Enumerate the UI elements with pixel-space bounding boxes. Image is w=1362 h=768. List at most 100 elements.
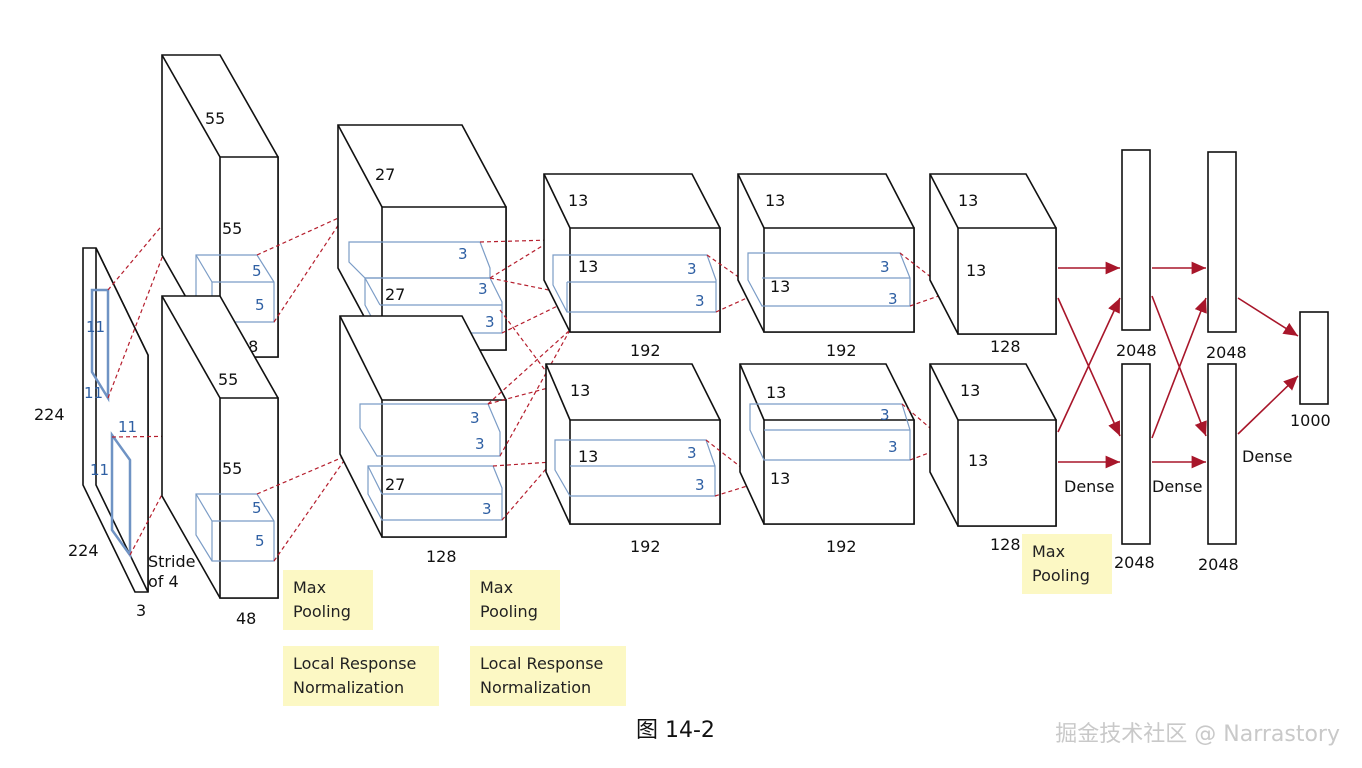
conv3-top-depth: 13 bbox=[568, 191, 588, 210]
fc2-bottom-size: 2048 bbox=[1198, 555, 1239, 574]
conv2-bottom-channels: 128 bbox=[426, 547, 457, 566]
kernel-label: 11 bbox=[90, 461, 109, 479]
kernel-label: 3 bbox=[888, 290, 898, 308]
conv3-top-volume bbox=[543, 173, 721, 333]
conv5-bottom-depth: 13 bbox=[960, 381, 980, 400]
kernel-label: 11 bbox=[86, 318, 105, 336]
max-pooling-note: Max Pooling bbox=[283, 570, 373, 630]
kernel-label: 3 bbox=[695, 292, 705, 310]
kernel-label: 5 bbox=[255, 296, 265, 314]
conv3-bottom-height: 13 bbox=[578, 447, 598, 466]
note-line: Normalization bbox=[293, 678, 405, 697]
conv5-bottom-channels: 128 bbox=[990, 535, 1021, 554]
conv3-top-channels: 192 bbox=[630, 341, 661, 360]
conv5-bottom-volume bbox=[929, 363, 1057, 527]
conv5-bottom-height: 13 bbox=[968, 451, 988, 470]
input-volume bbox=[82, 247, 149, 593]
conv5-top-channels: 128 bbox=[990, 337, 1021, 356]
max-pooling-note: Max Pooling bbox=[1022, 534, 1112, 594]
kernel-label: 3 bbox=[687, 444, 697, 462]
conv1-top-volume bbox=[161, 54, 279, 358]
note-line: Max bbox=[480, 578, 514, 597]
note-line: Pooling bbox=[480, 602, 538, 621]
conv1-top-depth: 55 bbox=[205, 109, 225, 128]
note-line: Pooling bbox=[293, 602, 351, 621]
conv3-bottom-depth: 13 bbox=[570, 381, 590, 400]
kernel-label: 3 bbox=[695, 476, 705, 494]
conv3-bottom-volume bbox=[545, 363, 721, 525]
note-line: Max bbox=[293, 578, 327, 597]
fc1-bottom-size: 2048 bbox=[1114, 553, 1155, 572]
kernel-label: 3 bbox=[880, 258, 890, 276]
fc2-top-size: 2048 bbox=[1206, 343, 1247, 362]
conv5-top-depth: 13 bbox=[958, 191, 978, 210]
conv2-top-depth: 27 bbox=[375, 165, 395, 184]
conv3-top-height: 13 bbox=[578, 257, 598, 276]
note-line: Pooling bbox=[1032, 566, 1090, 585]
kernel-label: 3 bbox=[482, 500, 492, 518]
output-layer bbox=[1299, 311, 1329, 405]
kernel-label: 11 bbox=[84, 384, 103, 402]
fc1-bottom-layer bbox=[1121, 363, 1151, 545]
fc2-top-layer bbox=[1207, 151, 1237, 333]
kernel-label: 3 bbox=[478, 280, 488, 298]
kernel-label: 3 bbox=[888, 438, 898, 456]
conv2-projections bbox=[479, 239, 579, 521]
conv1-bottom-channels: 48 bbox=[236, 609, 256, 628]
max-pooling-note: Max Pooling bbox=[470, 570, 560, 630]
fc2-bottom-layer bbox=[1207, 363, 1237, 545]
conv2-bottom-volume bbox=[339, 315, 507, 538]
input-channels-label: 3 bbox=[136, 601, 146, 620]
output-size: 1000 bbox=[1290, 411, 1331, 430]
note-line: Local Response bbox=[293, 654, 417, 673]
conv2-top-volume bbox=[337, 124, 507, 351]
conv5-top-height: 13 bbox=[966, 261, 986, 280]
note-line: Normalization bbox=[480, 678, 592, 697]
fc1-top-size: 2048 bbox=[1116, 341, 1157, 360]
stride-line: Stride bbox=[148, 552, 195, 571]
kernel-label: 3 bbox=[687, 260, 697, 278]
conv4-top-depth: 13 bbox=[765, 191, 785, 210]
conv3-bottom-channels: 192 bbox=[630, 537, 661, 556]
conv4-bottom-depth: 13 bbox=[766, 383, 786, 402]
conv1-bottom-height: 55 bbox=[222, 459, 242, 478]
kernel-label: 3 bbox=[880, 406, 890, 424]
conv5-top-volume bbox=[929, 173, 1057, 335]
kernel-label: 5 bbox=[252, 262, 262, 280]
conv2-bottom-size: 27 bbox=[385, 475, 405, 494]
kernel-label: 3 bbox=[485, 313, 495, 331]
stride-label: Stride of 4 bbox=[148, 552, 201, 591]
conv4-bottom-height: 13 bbox=[770, 469, 790, 488]
kernel-label: 3 bbox=[470, 409, 480, 427]
kernel-label: 5 bbox=[255, 532, 265, 550]
conv1-projections bbox=[256, 214, 349, 562]
note-line: Max bbox=[1032, 542, 1066, 561]
conv4-top-height: 13 bbox=[770, 277, 790, 296]
lrn-note: Local Response Normalization bbox=[470, 646, 626, 706]
conv4-top-channels: 192 bbox=[826, 341, 857, 360]
stride-line: of 4 bbox=[148, 572, 179, 591]
conv1-bottom-depth: 55 bbox=[218, 370, 238, 389]
dense-connections bbox=[1057, 261, 1299, 469]
conv2-top-size: 27 bbox=[385, 285, 405, 304]
dense-label: Dense bbox=[1242, 447, 1292, 466]
dense-label: Dense bbox=[1064, 477, 1114, 496]
input-height-label: 224 bbox=[34, 405, 65, 424]
conv1-bottom-volume bbox=[161, 295, 279, 599]
fc1-top-layer bbox=[1121, 149, 1151, 331]
input-width-label: 224 bbox=[68, 541, 99, 560]
lrn-note: Local Response Normalization bbox=[283, 646, 439, 706]
kernel-label: 3 bbox=[458, 245, 468, 263]
dense-label: Dense bbox=[1152, 477, 1202, 496]
conv1-top-height: 55 bbox=[222, 219, 242, 238]
conv4-bottom-volume bbox=[739, 363, 915, 525]
watermark: 掘金技术社区 @ Narrastory bbox=[1055, 722, 1340, 747]
kernel-label: 3 bbox=[475, 435, 485, 453]
kernel-label: 5 bbox=[252, 499, 262, 517]
kernel-label: 11 bbox=[118, 418, 137, 436]
conv4-bottom-channels: 192 bbox=[826, 537, 857, 556]
figure-caption: 图 14-2 bbox=[636, 718, 715, 743]
conv4-top-volume bbox=[737, 173, 915, 333]
note-line: Local Response bbox=[480, 654, 604, 673]
